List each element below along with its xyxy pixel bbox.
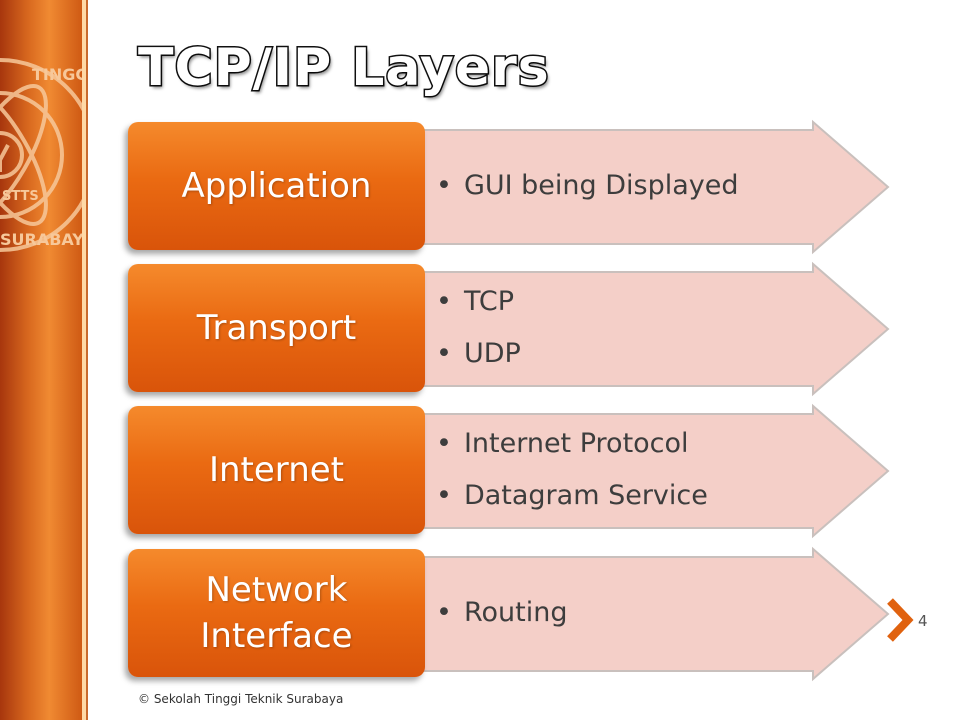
layer-items: Internet Protocol Datagram Service [436,406,708,534]
sidebar-bar: TINGGI STTS SURABAY [0,0,82,720]
sidebar-divider-shadow [86,0,88,720]
logo-top-text: TINGGI [32,65,82,84]
slide-title: TCP/IP Layers [137,37,551,100]
list-item: UDP [436,328,521,380]
chevron-right-icon[interactable] [884,597,914,643]
layer-items: Routing [436,549,568,677]
layer-label-line2: Interface [200,616,353,656]
layer-internet: Internet Internet Protocol Datagram Serv… [128,403,890,539]
list-item: Internet Protocol [436,418,708,470]
layer-label: Application [128,122,425,250]
layer-application: Application GUI being Displayed [128,119,890,255]
layer-network-interface: Network Interface Routing [128,546,890,682]
layer-transport: Transport TCP UDP [128,261,890,397]
layer-label-line1: Network [205,570,348,610]
logo-bottom-text: SURABAY [0,230,82,249]
layer-items: GUI being Displayed [436,122,739,250]
logo-middle-text: STTS [2,189,39,204]
page-number: 4 [918,612,928,630]
stts-logo-icon: TINGGI STTS SURABAY [0,58,82,252]
list-item: Datagram Service [436,470,708,522]
list-item: GUI being Displayed [436,160,739,212]
sidebar-divider [82,0,86,720]
list-item: TCP [436,276,521,328]
layer-label: Transport [128,264,425,392]
layer-items: TCP UDP [436,264,521,392]
layer-label: Network Interface [128,549,425,677]
footer-copyright: © Sekolah Tinggi Teknik Surabaya [138,692,344,706]
list-item: Routing [436,587,568,639]
layer-label: Internet [128,406,425,534]
